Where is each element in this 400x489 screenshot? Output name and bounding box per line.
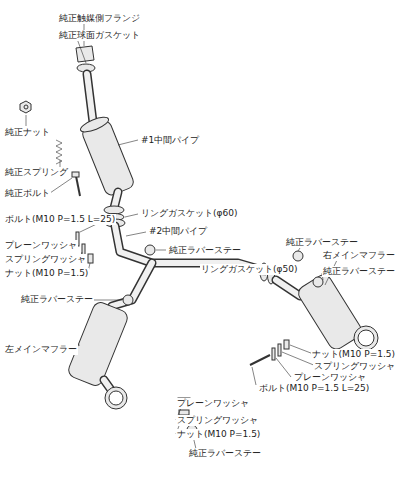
part-label: #2中間パイプ	[148, 226, 208, 237]
washers-and-nuts-stroke	[88, 254, 93, 263]
part-label: プレーンワッシャ	[293, 372, 367, 383]
leader-lines-stroke	[118, 140, 138, 145]
rubber-stays-stroke	[313, 277, 323, 287]
mid-pipe-1	[79, 74, 136, 214]
pure-nut-stroke	[24, 105, 28, 109]
part-label: 純正ラバーステー	[168, 245, 242, 256]
mid-pipe-1-stroke	[87, 74, 93, 122]
washers-and-nuts-stroke	[250, 355, 270, 365]
right-main-muffler-stroke	[354, 326, 378, 350]
rubber-stays-stroke	[123, 295, 133, 305]
leader-lines-stroke	[276, 358, 291, 377]
part-label: スプリングワッシャ	[313, 361, 396, 372]
part-label: スプリングワッシャ	[4, 254, 87, 265]
pure-bolt-stroke	[72, 172, 79, 177]
mid-pipe-1-stroke	[104, 206, 124, 214]
pure-spring-stroke	[56, 140, 62, 164]
part-label: 右メインマフラー	[322, 250, 396, 261]
rubber-stays-stroke	[145, 245, 155, 255]
part-label: 純正球面ガスケット	[58, 30, 141, 41]
leader-lines-stroke	[125, 214, 138, 217]
part-label: リングガスケット(φ50)	[200, 264, 298, 275]
leader-lines-stroke	[156, 250, 166, 251]
leader-lines-stroke	[126, 232, 146, 236]
pure-nut-stroke	[20, 101, 31, 113]
part-label: スプリングワッシャ	[176, 415, 259, 426]
part-label: 純正ナット	[4, 127, 51, 138]
part-label: 純正ラバーステー	[322, 266, 396, 277]
mid-pipe-1-stroke-stroke	[79, 114, 111, 135]
mid-pipe-1-stroke	[87, 74, 93, 122]
part-label: 純正ボルト	[4, 188, 51, 199]
part-label: 純正触媒側フランジ	[58, 13, 141, 24]
part-label: プレーンワッシャ	[176, 398, 250, 409]
leader-lines-stroke	[50, 178, 72, 193]
washers-and-nuts-stroke	[278, 344, 281, 356]
rubber-stays-stroke	[293, 251, 303, 261]
mid-pipe-2-stroke	[112, 263, 152, 306]
washers-and-nuts-stroke	[284, 340, 289, 349]
part-label: ボルト(M10 P=1.5 L=25)	[4, 214, 116, 225]
pure-bolt	[72, 172, 80, 196]
rubber-stays	[123, 245, 323, 435]
part-label: ナット(M10 P=1.5)	[311, 349, 396, 360]
part-label: ナット(M10 P=1.5)	[176, 429, 261, 440]
left-main-muffler-stroke	[105, 387, 127, 409]
right-main-muffler-stroke	[276, 280, 300, 296]
mid-pipe-2	[105, 219, 268, 306]
leader-lines-stroke	[252, 367, 256, 385]
washers-and-nuts-stroke	[272, 348, 275, 360]
part-label: 純正ラバーステー	[188, 448, 262, 459]
right-main-muffler	[276, 272, 378, 352]
part-label: リングガスケット(φ60)	[140, 208, 238, 219]
leader-lines-stroke	[26, 115, 27, 126]
part-label: 純正ラバーステー	[285, 237, 359, 248]
left-main-muffler-stroke	[109, 391, 123, 405]
part-label: 左メインマフラー	[4, 344, 78, 355]
mid-pipe-2-stroke	[112, 263, 152, 306]
pure-nut	[20, 101, 31, 113]
part-label: ボルト(M10 P=1.5 L=25)	[258, 383, 370, 394]
part-label: プレーンワッシャ	[4, 240, 78, 251]
part-label: #1中間パイプ	[140, 135, 200, 146]
mid-pipe-1-stroke	[79, 114, 136, 197]
part-label: ナット(M10 P=1.5)	[4, 268, 89, 279]
right-main-muffler-stroke	[358, 330, 374, 346]
part-label: 純正スプリング	[4, 167, 69, 178]
leader-lines-stroke	[298, 248, 300, 251]
right-main-muffler-stroke	[276, 280, 300, 296]
catalyst-flange	[76, 46, 95, 72]
part-label: 純正ラバーステー	[20, 294, 94, 305]
pure-spring	[56, 140, 62, 164]
pure-bolt-stroke	[76, 176, 80, 196]
